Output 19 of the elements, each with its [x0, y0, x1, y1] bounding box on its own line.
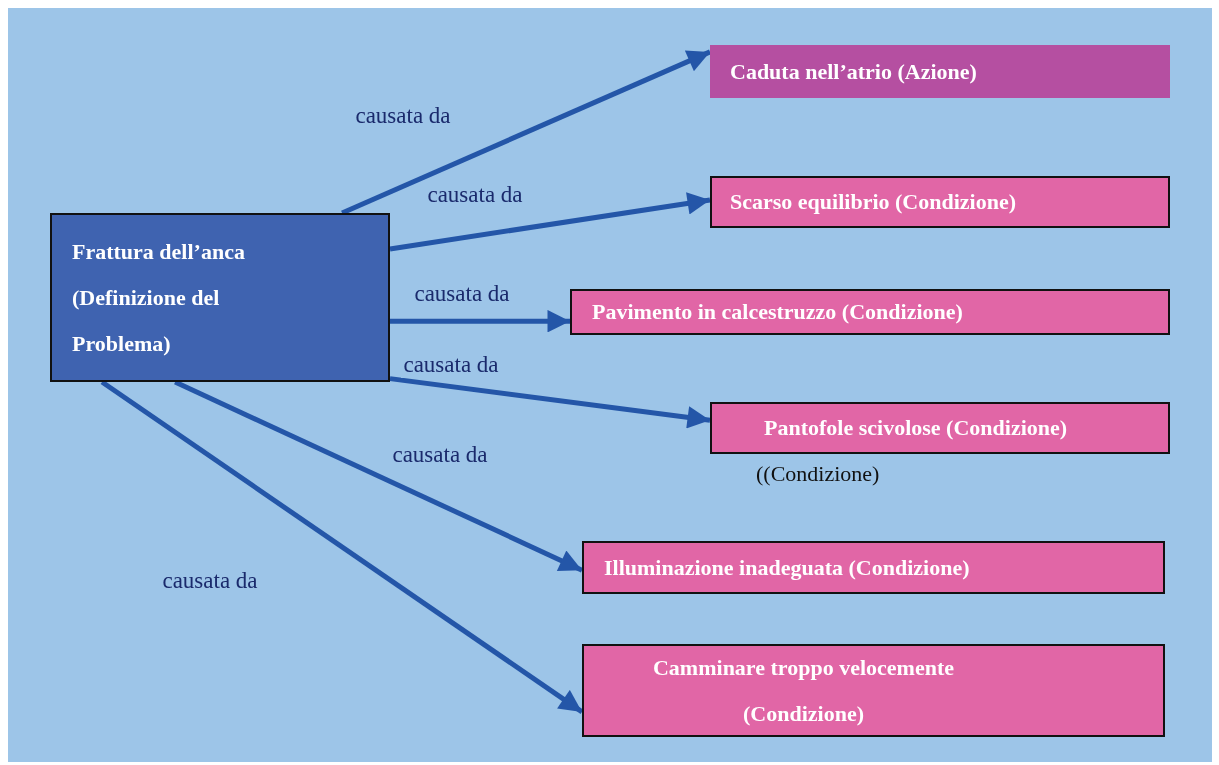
cause-box — [570, 289, 1170, 335]
cause-box — [710, 402, 1170, 454]
arrow — [389, 376, 711, 429]
cause-text: Pavimento in calcestruzzo (Condizione) — [592, 299, 963, 325]
cause-text: Pantofole scivolose (Condizione) — [764, 415, 1068, 441]
cause-box — [582, 644, 1165, 737]
cause-text: Camminare troppo velocemente (Condizione) — [652, 653, 955, 728]
cause-box — [582, 541, 1165, 594]
problem-text: Frattura dell’anca (Definizione del Problema) — [72, 237, 246, 358]
arrow — [390, 309, 570, 333]
arrow — [389, 192, 711, 252]
note-text: ((Condizione) — [756, 461, 880, 487]
cause-box — [710, 176, 1170, 228]
cause-text: Caduta nell’atrio (Azione) — [730, 58, 977, 85]
arrow — [341, 49, 711, 216]
cause-text: Illuminazione inadeguata (Condizione) — [604, 554, 970, 581]
problem-box — [50, 213, 390, 382]
cause-box — [710, 45, 1170, 98]
cause-text: Scarso equilibrio (Condizione) — [730, 189, 1016, 215]
